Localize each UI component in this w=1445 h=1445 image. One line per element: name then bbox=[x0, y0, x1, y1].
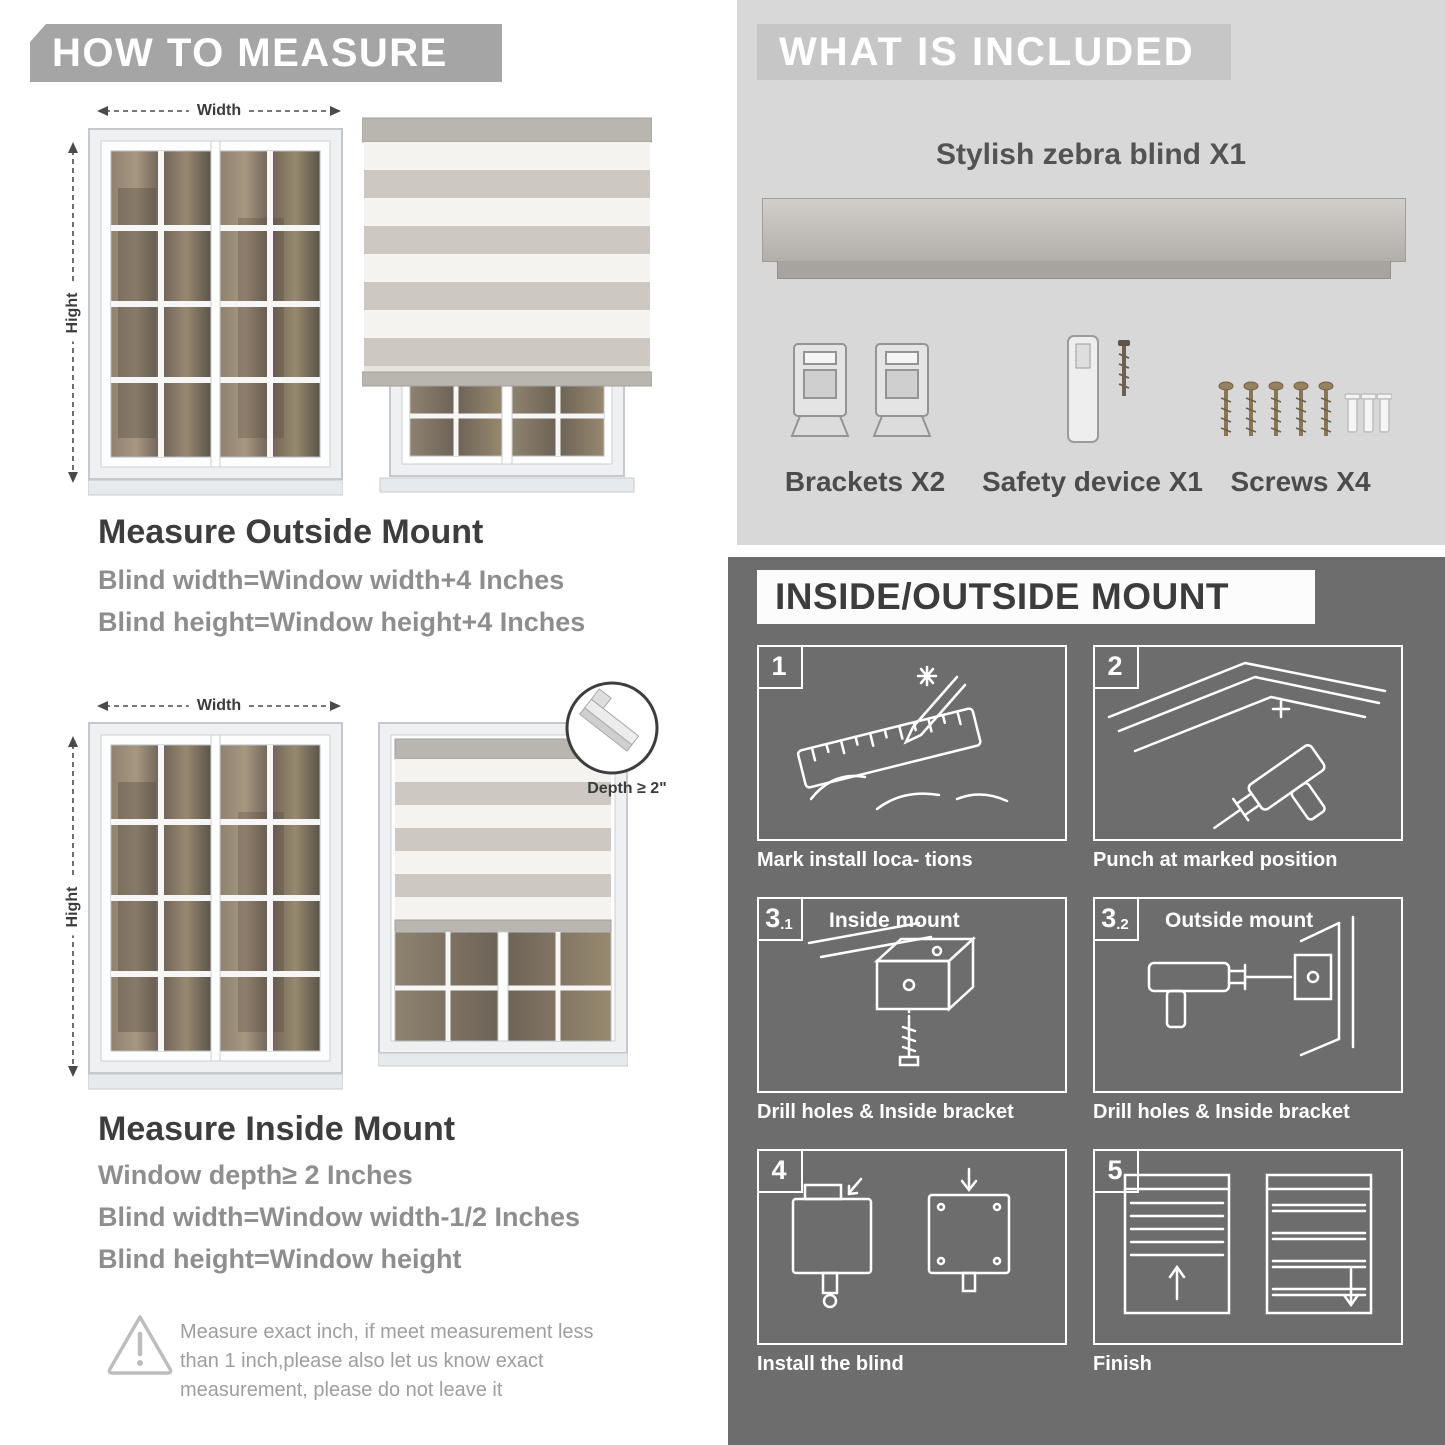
step-caption-4: Install the blind bbox=[757, 1353, 904, 1375]
height-arrow-outside: Hight bbox=[64, 140, 82, 485]
step-title-outside-mount: Outside mount bbox=[1165, 909, 1314, 932]
how-to-measure-title: HOW TO MEASURE bbox=[52, 30, 448, 75]
step-box-3-1: 3.1 Inside mount bbox=[757, 897, 1067, 1093]
what-is-included-title: WHAT IS INCLUDED bbox=[779, 29, 1195, 74]
note-line-2: than 1 inch,please also let us know exac… bbox=[180, 1350, 544, 1372]
step-number-badge: 3.1 bbox=[757, 897, 803, 941]
horizontal-measure-arrow-icon bbox=[97, 106, 341, 116]
step-caption-3-2: Drill holes & Inside bracket bbox=[1093, 1101, 1350, 1123]
outside-mount-heading: Measure Outside Mount bbox=[98, 513, 484, 551]
height-label: Hight bbox=[64, 878, 82, 935]
step-caption-2: Punch at marked position bbox=[1093, 849, 1338, 871]
outside-bracket-illustration bbox=[1147, 915, 1355, 1057]
what-is-included-header: WHAT IS INCLUDED bbox=[757, 24, 1231, 80]
inside-height-formula: Blind height=Window height bbox=[98, 1244, 462, 1274]
step-number-badge: 5 bbox=[1093, 1149, 1139, 1193]
width-arrow-outside: Width bbox=[95, 102, 343, 120]
height-label: Hight bbox=[64, 284, 82, 341]
mount-section bbox=[728, 557, 1445, 1445]
finish-illustration bbox=[1123, 1173, 1373, 1315]
screws-icon bbox=[1218, 381, 1392, 436]
window-illustration-outside bbox=[88, 128, 343, 496]
inside-depth-rule: Window depth≥ 2 Inches bbox=[98, 1160, 413, 1190]
step-box-3-2: 3.2 Outside mount bbox=[1093, 897, 1403, 1093]
depth-callout-icon bbox=[565, 681, 659, 775]
screws-label: Screws X4 bbox=[1230, 466, 1371, 497]
zebra-blind-outside-illustration bbox=[362, 117, 652, 493]
step-caption-1: Mark install loca- tions bbox=[757, 849, 973, 871]
step-number-badge: 1 bbox=[757, 645, 803, 689]
brackets-label: Brackets X2 bbox=[784, 466, 946, 497]
outside-height-formula: Blind height=Window height+4 Inches bbox=[98, 607, 586, 637]
note-line-3: measurement, please do not leave it bbox=[180, 1379, 503, 1401]
step-title-inside-mount: Inside mount bbox=[829, 909, 960, 932]
step-box-1: 1 bbox=[757, 645, 1067, 841]
width-label: Width bbox=[188, 697, 250, 715]
mount-title: INSIDE/OUTSIDE MOUNT bbox=[775, 576, 1230, 617]
step-number-badge: 3.2 bbox=[1093, 897, 1139, 941]
depth-callout-label: Depth ≥ 2" bbox=[587, 780, 667, 797]
inside-bracket-illustration bbox=[807, 921, 977, 1067]
step-box-5: 5 bbox=[1093, 1149, 1403, 1345]
step-number-badge: 4 bbox=[757, 1149, 803, 1193]
step-caption-5: Finish bbox=[1093, 1353, 1152, 1375]
measure-note: Measure exact inch, if meet measurement … bbox=[180, 1318, 650, 1405]
horizontal-measure-arrow-icon bbox=[97, 701, 341, 711]
step-caption-3-1: Drill holes & Inside bracket bbox=[757, 1101, 1014, 1123]
inside-mount-heading: Measure Inside Mount bbox=[98, 1110, 456, 1148]
width-label: Width bbox=[188, 102, 250, 120]
product-name: Stylish zebra blind X1 bbox=[935, 138, 1247, 171]
inside-width-formula: Blind width=Window width-1/2 Inches bbox=[98, 1202, 581, 1232]
warning-icon bbox=[107, 1315, 173, 1375]
mark-location-illustration bbox=[796, 665, 1009, 811]
height-arrow-inside: Hight bbox=[64, 734, 82, 1079]
safety-device-icon bbox=[1067, 335, 1130, 443]
how-to-measure-header: HOW TO MEASURE bbox=[30, 24, 502, 82]
step-box-4: 4 bbox=[757, 1149, 1067, 1345]
note-line-1: Measure exact inch, if meet measurement … bbox=[180, 1321, 594, 1343]
zebra-blind-inside-illustration bbox=[378, 722, 628, 1067]
window-illustration-inside bbox=[88, 722, 343, 1090]
step-number-badge: 2 bbox=[1093, 645, 1139, 689]
brackets-icon bbox=[790, 343, 932, 437]
step-box-2: 2 bbox=[1093, 645, 1403, 841]
outside-width-formula: Blind width=Window width+4 Inches bbox=[98, 565, 565, 595]
punch-illustration bbox=[1107, 661, 1387, 830]
safety-device-label: Safety device X1 bbox=[981, 466, 1204, 497]
install-blind-illustration bbox=[791, 1167, 1011, 1309]
width-arrow-inside: Width bbox=[95, 697, 343, 715]
headrail-illustration bbox=[762, 198, 1406, 262]
mount-header: INSIDE/OUTSIDE MOUNT bbox=[757, 570, 1315, 624]
headrail-lip bbox=[777, 261, 1391, 279]
